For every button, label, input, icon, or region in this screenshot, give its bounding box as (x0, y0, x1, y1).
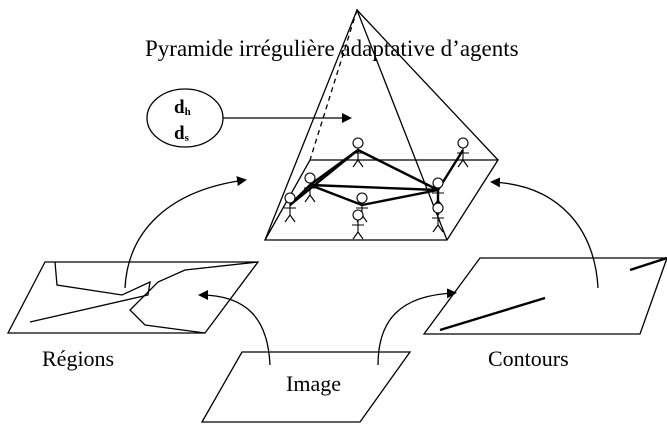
distance-ellipse: dh ds (146, 88, 224, 148)
agent-figure (352, 209, 364, 240)
distance-second: ds (174, 123, 190, 144)
label-regions: Régions (42, 346, 114, 371)
agent-figure (356, 192, 368, 223)
regions-plane (6, 261, 260, 334)
agents-group (284, 137, 469, 240)
pyramid (263, 8, 500, 241)
pyramid-hidden-edge (309, 9, 358, 161)
agent-graph (289, 148, 465, 215)
agent-figure (432, 177, 444, 208)
arrow-regions-to-pyramid (124, 176, 247, 289)
agent-figure (304, 172, 316, 203)
image-plane (200, 351, 412, 423)
pyramid-base (263, 159, 500, 241)
distance-first: dh (174, 97, 191, 118)
label-contours: Contours (488, 346, 569, 371)
diagram-title: Pyramide irrégulière adaptative d’agents (145, 36, 519, 61)
pyramid-right-edge (356, 9, 499, 161)
arrow-image-to-contours (377, 288, 457, 366)
agent-figure (432, 202, 444, 233)
arrow-image-to-regions (198, 290, 271, 366)
agent-figure (352, 137, 364, 168)
contours-plane (422, 256, 667, 335)
agent-figure (457, 137, 469, 168)
arrow-contours-to-pyramid (490, 177, 599, 289)
label-image: Image (286, 371, 341, 396)
agent-figure (284, 192, 296, 223)
arrows (124, 176, 599, 366)
